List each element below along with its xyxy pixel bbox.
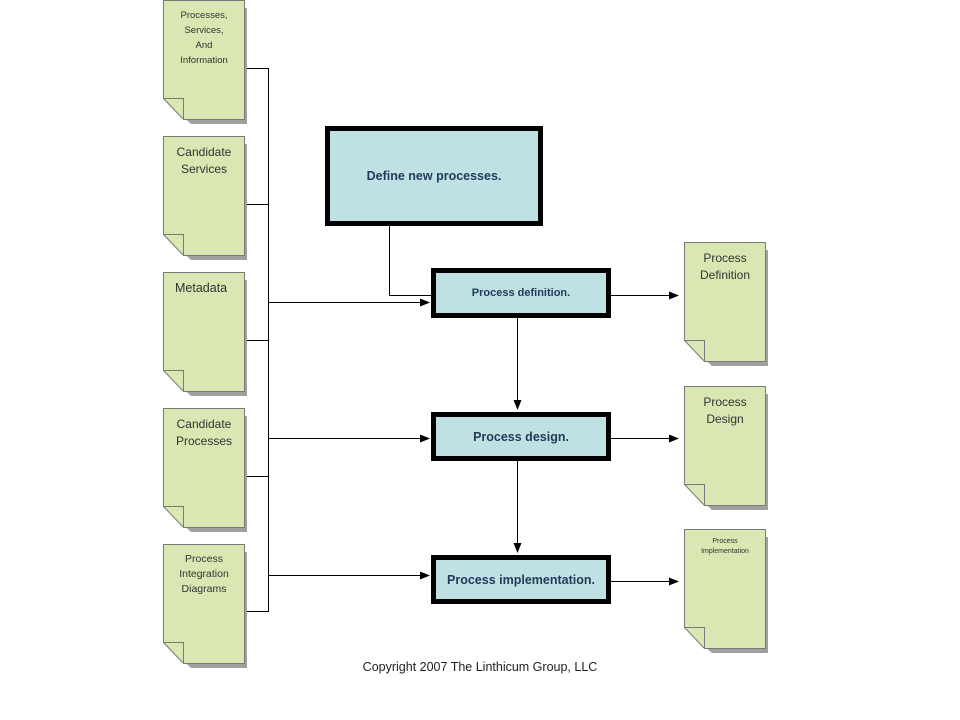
input-doc-candidate-processes: Candidate Processes <box>163 408 247 532</box>
define-new-processes-box: Define new processes. <box>325 126 543 226</box>
process-design-box: Process design. <box>431 412 611 461</box>
document-shape <box>163 544 247 668</box>
process-implementation-box: Process implementation. <box>431 555 611 604</box>
document-shape <box>163 408 247 532</box>
document-shape <box>163 136 247 260</box>
document-body <box>163 136 245 256</box>
define-to-definition-connector <box>389 226 432 296</box>
document-fold <box>163 506 184 528</box>
input-doc-label: Metadata <box>175 281 228 295</box>
document-fold <box>684 340 705 362</box>
document-body <box>684 529 766 649</box>
input-doc-metadata: Metadata <box>163 272 247 396</box>
document-fold <box>163 642 184 664</box>
process-definition-box: Process definition. <box>431 268 611 318</box>
input-doc-label: Candidate Services <box>176 145 232 176</box>
document-body <box>684 242 766 362</box>
input-doc-candidate-services: Candidate Services <box>163 136 247 260</box>
document-body <box>684 386 766 506</box>
document-fold <box>163 234 184 256</box>
copyright-text: Copyright 2007 The Linthicum Group, LLC <box>362 660 598 674</box>
document-shape <box>684 386 768 510</box>
document-shape <box>684 242 768 366</box>
output-doc-label: Process Definition <box>699 251 751 282</box>
document-body <box>163 408 245 528</box>
output-doc-process-implementation: Process Implementation <box>684 529 768 653</box>
document-body <box>163 544 245 664</box>
document-body <box>163 0 245 120</box>
document-fold <box>163 98 184 120</box>
input-doc-label: Process Integration Diagrams <box>179 553 229 595</box>
document-shape <box>163 272 247 396</box>
input-doc-processes-services-information: Processes, Services, And Information <box>163 0 247 124</box>
input-doc-label: Candidate Processes <box>175 417 233 448</box>
output-doc-label: Process Design <box>703 395 747 426</box>
document-shape <box>684 529 768 653</box>
document-fold <box>684 627 705 649</box>
document-body <box>163 272 245 392</box>
document-shape <box>163 0 247 124</box>
output-doc-label: Process Implementation <box>701 538 749 555</box>
document-fold <box>684 484 705 506</box>
output-doc-process-design: Process Design <box>684 386 768 510</box>
document-fold <box>163 370 184 392</box>
input-doc-label: Processes, Services, And Information <box>180 10 228 66</box>
output-doc-process-definition: Process Definition <box>684 242 768 366</box>
input-doc-process-integration-diagrams: Process Integration Diagrams <box>163 544 247 668</box>
